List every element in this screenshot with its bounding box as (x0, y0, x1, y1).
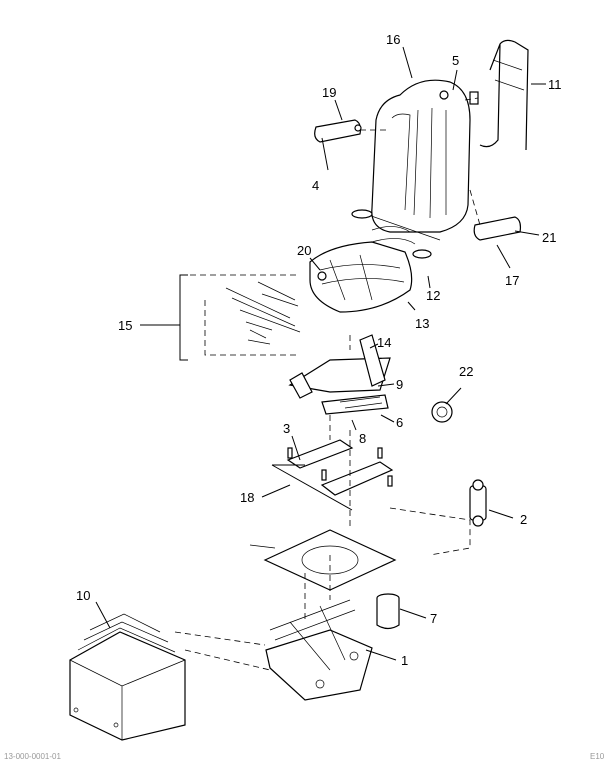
footer-code-right: E10 (590, 752, 605, 761)
callout-12: 12 (426, 288, 440, 303)
callout-4: 4 (312, 178, 319, 193)
callout-5: 5 (452, 53, 459, 68)
hardware-kit (179, 274, 301, 361)
adjust-knob (431, 401, 453, 423)
callout-11: 11 (548, 77, 562, 92)
back-handle (469, 39, 529, 151)
callout-22: 22 (459, 364, 473, 379)
callout-8: 8 (359, 431, 366, 446)
callout-labels: 16 5 11 19 4 21 17 20 12 13 15 14 9 22 6… (76, 32, 562, 668)
left-armrest (314, 119, 362, 143)
callout-18: 18 (240, 490, 254, 505)
callout-7: 7 (430, 611, 437, 626)
callout-17: 17 (505, 273, 519, 288)
shock-absorber (389, 479, 487, 556)
suspension-base (265, 555, 373, 701)
callout-6: 6 (396, 415, 403, 430)
leader-lines (95, 46, 546, 661)
lower-brackets (271, 439, 394, 511)
callout-19: 19 (322, 85, 336, 100)
swivel-plate (249, 529, 397, 591)
callout-2: 2 (520, 512, 527, 527)
callout-21: 21 (542, 230, 556, 245)
cover-boot (69, 613, 271, 741)
callout-15: 15 (118, 318, 132, 333)
seat-back (371, 79, 471, 233)
seat-cushion (309, 241, 413, 313)
callout-9: 9 (396, 377, 403, 392)
right-armrest (473, 216, 522, 241)
callout-3: 3 (283, 421, 290, 436)
assembly-lines (329, 97, 481, 530)
callout-16: 16 (386, 32, 400, 47)
lumbar-bracket (351, 209, 441, 259)
footer-code-left: 13-000-0001-01 (4, 752, 61, 761)
callout-13: 13 (415, 316, 429, 331)
air-spring (376, 593, 400, 630)
seat-slide-track (288, 334, 391, 415)
callout-20: 20 (297, 243, 311, 258)
callout-10: 10 (76, 588, 90, 603)
callout-1: 1 (401, 653, 408, 668)
callout-14: 14 (377, 335, 391, 350)
